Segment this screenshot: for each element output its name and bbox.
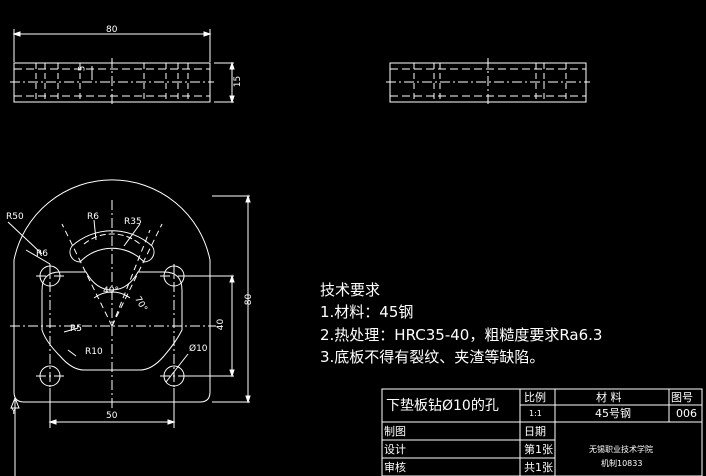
designed-by-label: 设计 [384,443,406,456]
scale-label: 比例 [524,391,546,404]
plan-view [7,179,251,428]
scale-value: 1:1 [529,409,542,418]
part-name: 下垫板钻Ø10的孔 [386,398,499,414]
drawn-by-label: 制图 [384,425,406,438]
dim-angle-40: 40° [103,286,119,296]
class-name: 机制10833 [601,459,643,468]
title-block-frame [381,388,703,476]
material-label: 材 料 [596,391,622,404]
requirements-title: 技术要求 [320,281,381,299]
dim-width-80: 80 [106,25,118,35]
requirement-material: 1.材料：45钢 [320,303,414,321]
dim-inner-5: 5 [77,65,88,72]
school-name: 无锡职业技术学院 [589,445,653,454]
checked-by-label: 审核 [384,461,406,474]
requirement-defects: 3.底板不得有裂纹、夹渣等缺陷。 [320,348,545,366]
side-view-left [10,29,235,106]
dim-r50: R50 [6,212,24,222]
date-label: 日期 [524,425,546,438]
dim-r6-left: R6 [36,249,48,259]
dim-r6-top: R6 [87,212,99,222]
ucs-axis-label: Y [11,407,17,417]
requirement-heat-treatment: 2.热处理：HRC35-40，粗糙度要求Ra6.3 [320,326,603,344]
dim-r10: R10 [85,347,103,357]
material-value: 45号钢 [595,407,631,420]
dim-width-50: 50 [106,411,118,421]
side-view-right [386,58,590,106]
dim-height-15: 15 [233,75,244,88]
dim-height-40: 40 [216,318,227,331]
dim-r5: R5 [70,324,82,334]
drawing-number-label: 图号 [671,391,693,404]
dim-r35: R35 [124,217,142,227]
sheet-number-label: 第1张 [524,443,553,456]
total-sheets-label: 共1张 [524,461,553,474]
ucs-axis-icon [10,396,20,476]
drawing-number-value: 006 [676,407,697,420]
dim-height-80: 80 [244,293,255,306]
dim-hole-diameter: Ø10 [189,344,208,354]
